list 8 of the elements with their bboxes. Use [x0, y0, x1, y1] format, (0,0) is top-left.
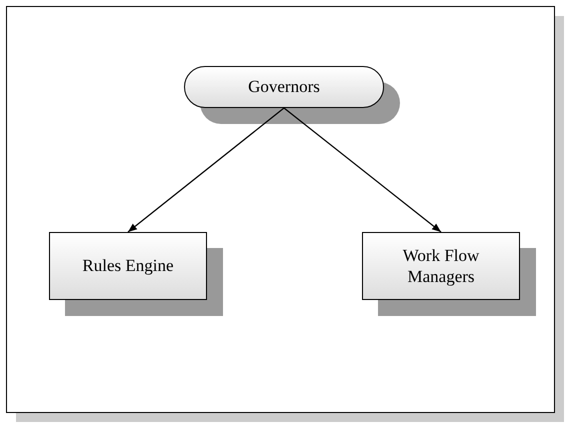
- process-box: [362, 232, 520, 300]
- rounded-node: [184, 66, 384, 108]
- node-label: Rules Engine: [82, 255, 174, 277]
- arrow: [284, 108, 442, 232]
- arrow: [128, 108, 284, 232]
- node-label: Governors: [248, 76, 320, 98]
- process-box: [49, 232, 207, 300]
- node-label: Work Flow Managers: [402, 244, 480, 288]
